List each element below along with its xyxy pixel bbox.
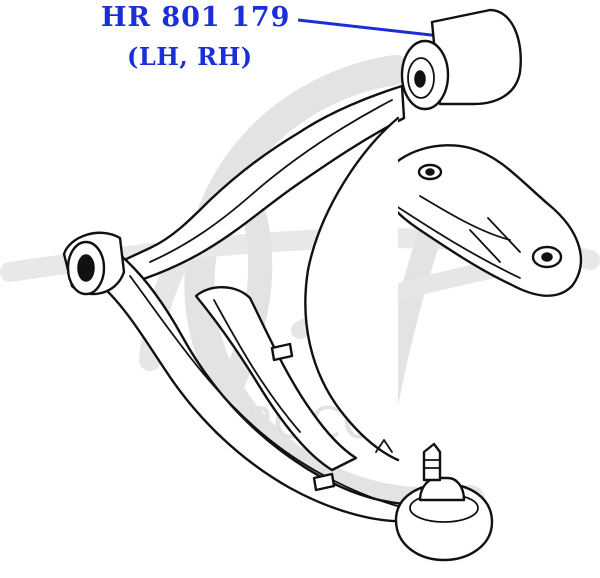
part-number-label: HR 801 179 xyxy=(101,2,291,33)
bracket-flange xyxy=(395,205,521,279)
arm-slot-right xyxy=(375,439,393,453)
callout-leader-line xyxy=(297,18,441,38)
rear-bushing xyxy=(400,8,522,111)
ball-joint-stud xyxy=(422,442,442,482)
arm-slot-lower xyxy=(312,472,336,492)
bracket-bolt-upper xyxy=(425,168,435,176)
ball-joint-boot xyxy=(418,476,466,502)
arm-center-web-edge xyxy=(213,299,301,433)
side-designation-label: (LH, RH) xyxy=(127,42,253,71)
bushing-bore xyxy=(414,70,426,88)
bracket-bolt-lower xyxy=(541,252,553,262)
bracket-edge-shadow xyxy=(469,217,521,263)
control-arm-body xyxy=(102,84,422,523)
front-pivot-bushing xyxy=(62,231,126,296)
rear-link-crease xyxy=(149,99,393,263)
arm-slot-upper xyxy=(270,342,294,362)
bushing-body xyxy=(430,8,522,106)
mounting-bracket xyxy=(381,144,583,297)
arm-inner-web xyxy=(304,116,400,462)
bracket-rib xyxy=(419,195,511,241)
front-pivot-bore xyxy=(77,254,95,282)
ball-joint xyxy=(394,442,494,562)
bushing-inner-ring xyxy=(407,57,435,99)
front-link-crease xyxy=(129,275,405,509)
bracket-plate xyxy=(381,144,583,297)
watermark-letter-stroke-left xyxy=(213,188,273,412)
arm-center-web xyxy=(194,286,358,472)
